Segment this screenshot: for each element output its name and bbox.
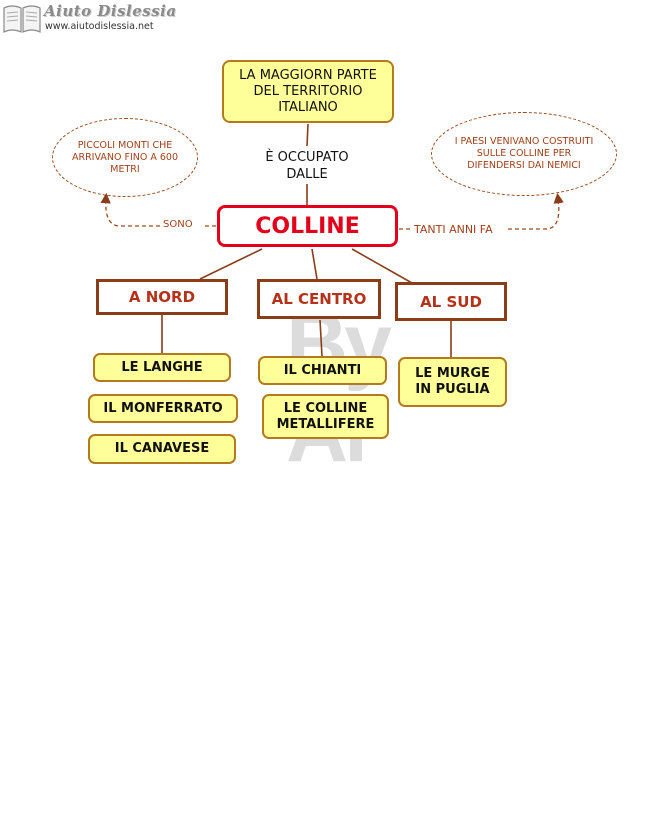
link-label-tanti-anni-fa: TANTI ANNI FA	[412, 223, 495, 236]
region-label-centro: AL CENTRO	[271, 290, 367, 308]
link-main-sud	[351, 248, 413, 284]
leaf-text-chianti: IL CHIANTI	[283, 362, 362, 378]
right-oval-text: I PAESI VENIVANO COSTRUITI SULLE COLLINE…	[454, 136, 594, 171]
left-oval-text: PICCOLI MONTI CHE ARRIVANO FINO A 600 ME…	[71, 139, 179, 175]
region-box-sud: AL SUD	[395, 282, 507, 321]
region-label-nord: A NORD	[128, 288, 196, 306]
leaf-text-murge: LE MURGE IN PUGLIA	[415, 366, 490, 397]
link-main-nord	[199, 248, 263, 280]
link-top-upper	[306, 123, 309, 147]
leaf-box-langhe: LE LANGHE	[93, 353, 231, 382]
region-box-nord: A NORD	[96, 279, 228, 315]
main-concept-text: COLLINE	[255, 213, 360, 239]
link-label-sono: SONO	[161, 219, 195, 230]
top-concept-box: LA MAGGIORN PARTE DEL TERRITORIO ITALIAN…	[222, 60, 394, 123]
book-logo-icon	[2, 2, 42, 34]
main-concept-box: COLLINE	[217, 205, 398, 247]
left-oval: PICCOLI MONTI CHE ARRIVANO FINO A 600 ME…	[52, 118, 198, 197]
leaf-text-langhe: LE LANGHE	[121, 359, 203, 375]
link-main-centro	[311, 248, 318, 280]
leaf-text-metallifere: LE COLLINE METALLIFERE	[276, 400, 375, 432]
leaf-text-monferrato: IL MONFERRATO	[103, 400, 223, 416]
leaf-box-chianti: IL CHIANTI	[258, 356, 387, 385]
link-sono-oval	[100, 192, 160, 227]
logo-url[interactable]: www.aiutodislessia.net	[45, 21, 154, 32]
link-label-occupato: È OCCUPATO DALLE	[245, 148, 369, 184]
leaf-box-canavese: IL CANAVESE	[88, 434, 236, 464]
logo-title: Aiuto Dislessia	[44, 2, 177, 20]
right-oval: I PAESI VENIVANO COSTRUITI SULLE COLLINE…	[431, 112, 617, 196]
leaf-box-metallifere: LE COLLINE METALLIFERE	[262, 394, 389, 439]
link-tanti-oval	[508, 192, 564, 230]
leaf-box-murge: LE MURGE IN PUGLIA	[398, 357, 507, 407]
top-concept-text: LA MAGGIORN PARTE DEL TERRITORIO ITALIAN…	[239, 67, 377, 115]
link-label-occupato-text: È OCCUPATO DALLE	[265, 150, 349, 182]
region-label-sud: AL SUD	[420, 292, 482, 311]
leaf-text-canavese: IL CANAVESE	[114, 441, 210, 456]
leaf-box-monferrato: IL MONFERRATO	[88, 394, 238, 423]
link-centro-items	[319, 319, 323, 357]
region-box-centro: AL CENTRO	[257, 279, 381, 319]
